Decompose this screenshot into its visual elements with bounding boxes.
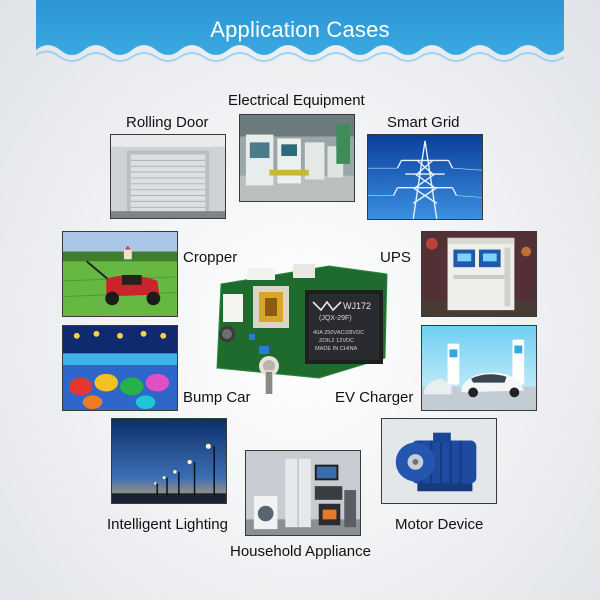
electrical-equipment-image — [239, 114, 355, 202]
label-bump-car: Bump Car — [183, 389, 251, 406]
label-ev-charger: EV Charger — [335, 389, 414, 406]
rolling-door-image — [110, 134, 226, 219]
household-appliance-image — [245, 450, 361, 536]
smart-grid-image — [367, 134, 483, 220]
relay-model: WJ172 — [343, 301, 371, 311]
control-board-image: WJ172 (JQX-29F) 40A 250VAC/28VDC ZOIL2 1… — [209, 262, 393, 396]
relay-rating-2: ZOIL2 12VDC — [319, 338, 354, 344]
bump-car-image — [62, 325, 178, 411]
ev-charger-image — [421, 325, 537, 411]
header-banner — [36, 0, 564, 62]
label-motor-device: Motor Device — [395, 516, 484, 533]
label-cropper: Cropper — [183, 249, 238, 266]
label-smart-grid: Smart Grid — [387, 114, 460, 131]
page-title: Application Cases — [210, 17, 390, 42]
label-household-appliance: Household Appliance — [230, 543, 371, 560]
ups-image — [421, 231, 537, 317]
motor-device-image — [381, 418, 497, 504]
relay-origin: MADE IN CHINA — [315, 346, 358, 352]
relay-code: (JQX-29F) — [319, 315, 352, 322]
label-rolling-door: Rolling Door — [126, 114, 209, 131]
cropper-image — [62, 231, 178, 317]
label-electrical-equipment: Electrical Equipment — [228, 92, 365, 109]
label-intelligent-lighting: Intelligent Lighting — [107, 516, 228, 533]
relay-rating-1: 40A 250VAC/28VDC — [313, 330, 364, 336]
intelligent-lighting-image — [111, 418, 227, 504]
label-ups: UPS — [380, 249, 411, 266]
